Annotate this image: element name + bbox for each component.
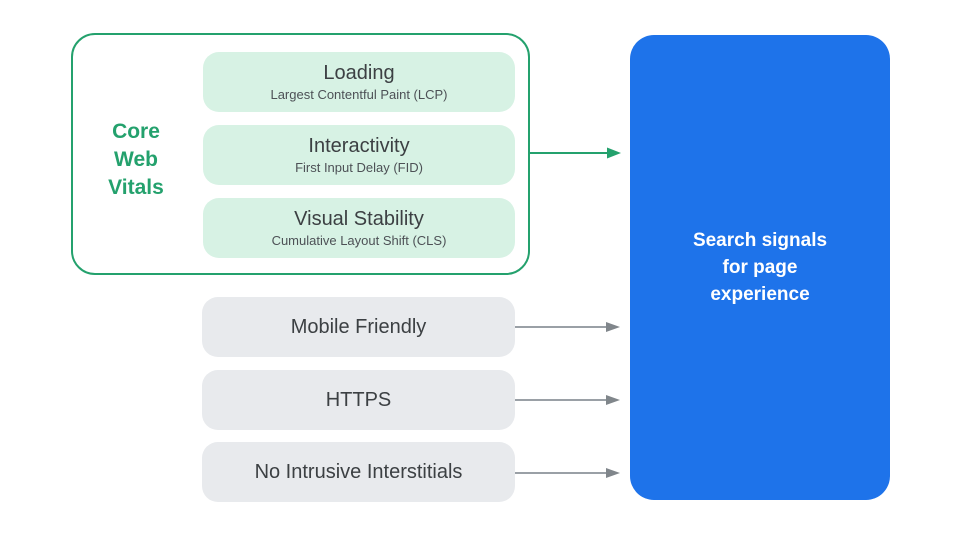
signal-label-no-intrusive-interstitials: No Intrusive Interstitials xyxy=(254,460,463,483)
metric-title-visual-stability: Visual Stability xyxy=(294,208,424,230)
metric-card-interactivity: Interactivity First Input Delay (FID) xyxy=(203,125,515,185)
core-web-vitals-arrow-icon xyxy=(529,145,621,161)
metric-subtitle-lcp: Largest Contentful Paint (LCP) xyxy=(270,87,448,102)
no-intrusive-interstitials-arrow-icon xyxy=(515,465,620,481)
signal-label-mobile-friendly: Mobile Friendly xyxy=(290,315,427,338)
signal-pill-mobile-friendly: Mobile Friendly xyxy=(202,297,515,357)
signal-label-https: HTTPS xyxy=(325,388,392,411)
core-web-vitals-label: Core Web Vitals xyxy=(108,120,164,199)
metric-card-loading: Loading Largest Contentful Paint (LCP) xyxy=(203,52,515,112)
metric-title-loading: Loading xyxy=(323,62,395,84)
signal-pill-https: HTTPS xyxy=(202,370,515,430)
search-signals-result-box: Search signals for page experience xyxy=(630,35,890,500)
metric-title-interactivity: Interactivity xyxy=(308,135,410,157)
search-signals-label: Search signals for page experience xyxy=(692,230,828,305)
metric-subtitle-cls: Cumulative Layout Shift (CLS) xyxy=(271,233,447,248)
metric-card-visual-stability: Visual Stability Cumulative Layout Shift… xyxy=(203,198,515,258)
https-arrow-icon xyxy=(515,392,620,408)
mobile-friendly-arrow-icon xyxy=(515,319,620,335)
metric-subtitle-fid: First Input Delay (FID) xyxy=(295,160,423,175)
signal-pill-no-intrusive-interstitials: No Intrusive Interstitials xyxy=(202,442,515,502)
